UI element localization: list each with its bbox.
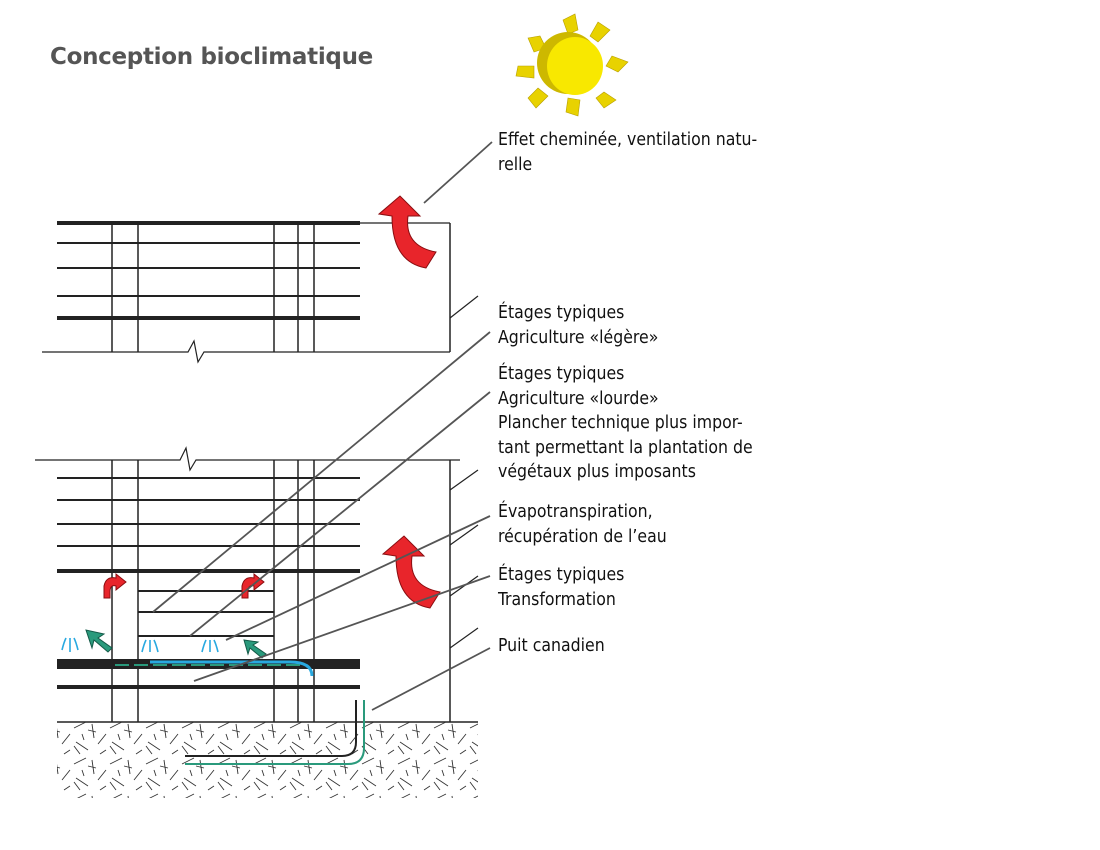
canadian-well-duct xyxy=(185,700,365,765)
upper-building-section xyxy=(42,221,479,364)
water-drops-icon xyxy=(61,637,219,653)
label-chimney-effect: Effet cheminée, ventilation natu-relle xyxy=(498,130,758,175)
ground-hatching xyxy=(57,722,478,798)
leader-lines xyxy=(152,141,493,711)
label-canadian-well: Puit canadien xyxy=(498,636,605,656)
diagram-title: Conception bioclimatique xyxy=(50,44,373,70)
sun-icon xyxy=(515,13,629,117)
hot-air-arrow-icon xyxy=(103,195,441,609)
cool-air-arrow-icon xyxy=(85,629,267,659)
label-evapotranspiration: Évapotranspiration,récupération de l’eau xyxy=(498,502,667,547)
water-pipe xyxy=(115,660,314,677)
